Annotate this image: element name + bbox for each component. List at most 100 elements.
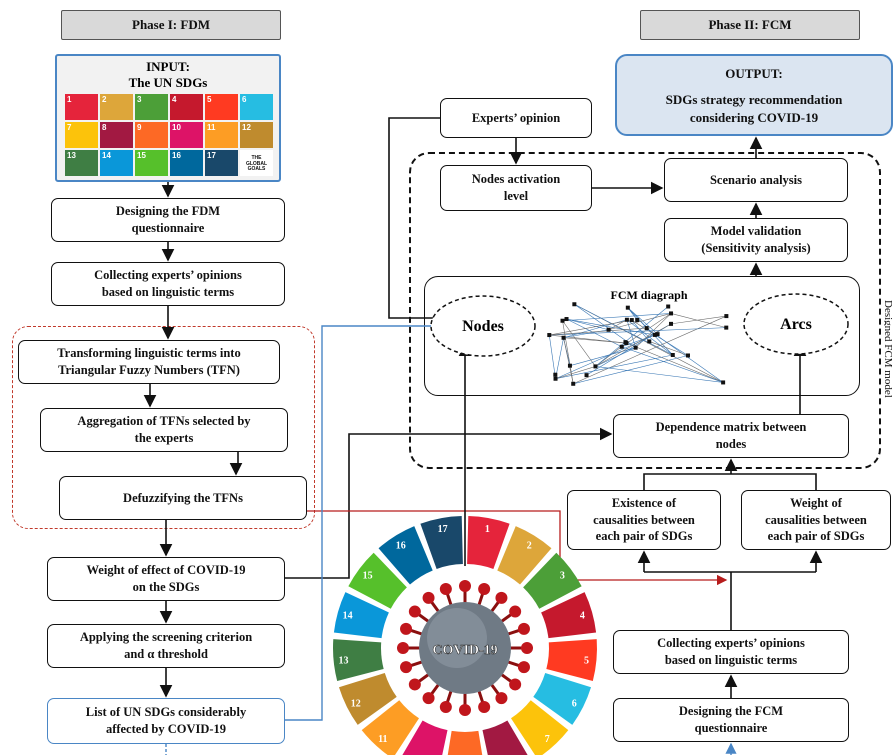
phase1-title: Phase I: FDM: [132, 17, 210, 32]
output-box: OUTPUT: SDGs strategy recommendation con…: [615, 54, 893, 136]
sdg-tile-number: 4: [172, 95, 177, 104]
sdg-tile-number: 6: [242, 95, 247, 104]
network-node: [571, 381, 576, 386]
sdg-tile: 8: [100, 122, 133, 148]
sdg-wheel-number: 13: [339, 655, 349, 666]
network-edge: [626, 342, 724, 383]
fdm-aggregation-box: Aggregation of TFNs selected by the expe…: [40, 408, 288, 452]
sdg-wheel-segment: [361, 700, 420, 755]
sdg-wheel-number: 17: [438, 524, 448, 535]
network-edge: [595, 366, 724, 383]
network-edge: [621, 313, 672, 348]
network-node: [606, 327, 611, 332]
sdg-tile: 4: [170, 94, 203, 120]
nodes-label: Nodes: [462, 318, 504, 335]
weight-causalities-box: Weight of causalities between each pair …: [741, 490, 891, 550]
fdm-defuzzify-box: Defuzzifying the TFNs: [59, 476, 307, 520]
network-node: [644, 326, 649, 331]
sdg-wheel-number: 16: [396, 540, 406, 551]
fcm-collecting-box: Collecting experts’ opinions based on li…: [613, 630, 849, 674]
network-edge: [670, 313, 727, 328]
sdg-wheel-number: 1: [485, 524, 490, 535]
sdg-tile: 16: [170, 150, 203, 176]
sdg-wheel-segment: [402, 720, 448, 755]
network-edge: [563, 337, 574, 384]
sdg-tile-number: 9: [137, 123, 142, 132]
fuzzy-process-group: [12, 326, 315, 529]
sdg-wheel-number: 5: [584, 655, 589, 666]
output-title: OUTPUT:: [725, 66, 783, 81]
network-node: [655, 332, 660, 337]
sdg-tile: 7: [65, 122, 98, 148]
sdg-wheel-segment: [378, 526, 433, 585]
network-node: [547, 333, 552, 338]
covid-virus-icon: [397, 580, 533, 716]
fcm-network-graph: [547, 302, 729, 386]
network-node: [724, 325, 729, 330]
designed-fcm-model-frame: [409, 152, 881, 469]
network-node: [652, 332, 657, 337]
network-node: [624, 317, 629, 322]
network-edge: [595, 323, 672, 367]
sdg-wheel-number: 7: [545, 734, 550, 745]
sdg-tile-number: 10: [172, 123, 181, 132]
network-node: [647, 339, 652, 344]
dependence-matrix-box: Dependence matrix between nodes: [613, 414, 849, 458]
sdg-wheel-segment: [333, 639, 384, 681]
covid-label: COVID-19: [432, 643, 497, 658]
sdg-wheel-segment: [338, 673, 397, 725]
network-node: [670, 352, 675, 357]
fdm-transforming-box: Transforming linguistic terms into Trian…: [18, 340, 280, 384]
network-edge: [649, 341, 689, 356]
phase2-header: Phase II: FCM: [640, 10, 860, 40]
input-title: INPUT:: [146, 59, 190, 74]
sdg-wheel-segment: [533, 673, 592, 725]
network-node: [625, 305, 630, 310]
network-edge: [595, 347, 636, 367]
network-node: [666, 304, 671, 309]
sdg-tile-number: 16: [172, 151, 181, 160]
network-edge: [627, 307, 638, 321]
network-edge: [555, 337, 564, 379]
fdm-screening-box: Applying the screening criterion and α t…: [47, 624, 285, 668]
input-subtitle: The UN SDGs: [128, 74, 208, 90]
arcs-ellipse: [743, 293, 849, 355]
network-edge: [566, 318, 609, 331]
phase2-title: Phase II: FCM: [708, 17, 792, 32]
sdg-tile: 15: [135, 150, 168, 176]
phase1-header: Phase I: FDM: [61, 10, 281, 40]
network-edge: [621, 346, 724, 383]
network-node: [553, 376, 558, 381]
sdg-wheel-number: 14: [343, 611, 353, 622]
sdg-tile: 3: [135, 94, 168, 120]
network-edge: [573, 355, 689, 385]
output-text: SDGs strategy recommendation considering…: [665, 92, 843, 125]
sdg-wheel-number: 15: [363, 570, 373, 581]
network-node: [584, 373, 589, 378]
sdg-tile-number: 7: [67, 123, 72, 132]
network-edge: [562, 313, 672, 322]
sdg-tile: 13: [65, 150, 98, 176]
nodes-ellipse: [430, 295, 536, 357]
sdg-wheel-segment: [510, 700, 569, 755]
network-node: [623, 340, 628, 345]
network-edge: [627, 307, 647, 329]
sdg-tile-number: 15: [137, 151, 146, 160]
sdg-tile-number: 14: [102, 151, 111, 160]
sdg-tile-number: 17: [207, 151, 216, 160]
sdg-tile-number: 3: [137, 95, 142, 104]
sdg-tile-number: 11: [207, 123, 216, 132]
network-edge: [566, 318, 655, 336]
sdg-wheel-segment: [333, 592, 389, 639]
scenario-analysis-box: Scenario analysis: [664, 158, 848, 202]
sdg-tile: 17: [205, 150, 238, 176]
network-edge: [549, 327, 647, 336]
sdg-wheel-number: 2: [527, 540, 532, 551]
sdg-tile-number: 8: [102, 123, 107, 132]
sdg-tile-number: 1: [67, 95, 72, 104]
sdg-tile: 2: [100, 94, 133, 120]
experts-opinion-box: Experts’ opinion: [440, 98, 592, 138]
